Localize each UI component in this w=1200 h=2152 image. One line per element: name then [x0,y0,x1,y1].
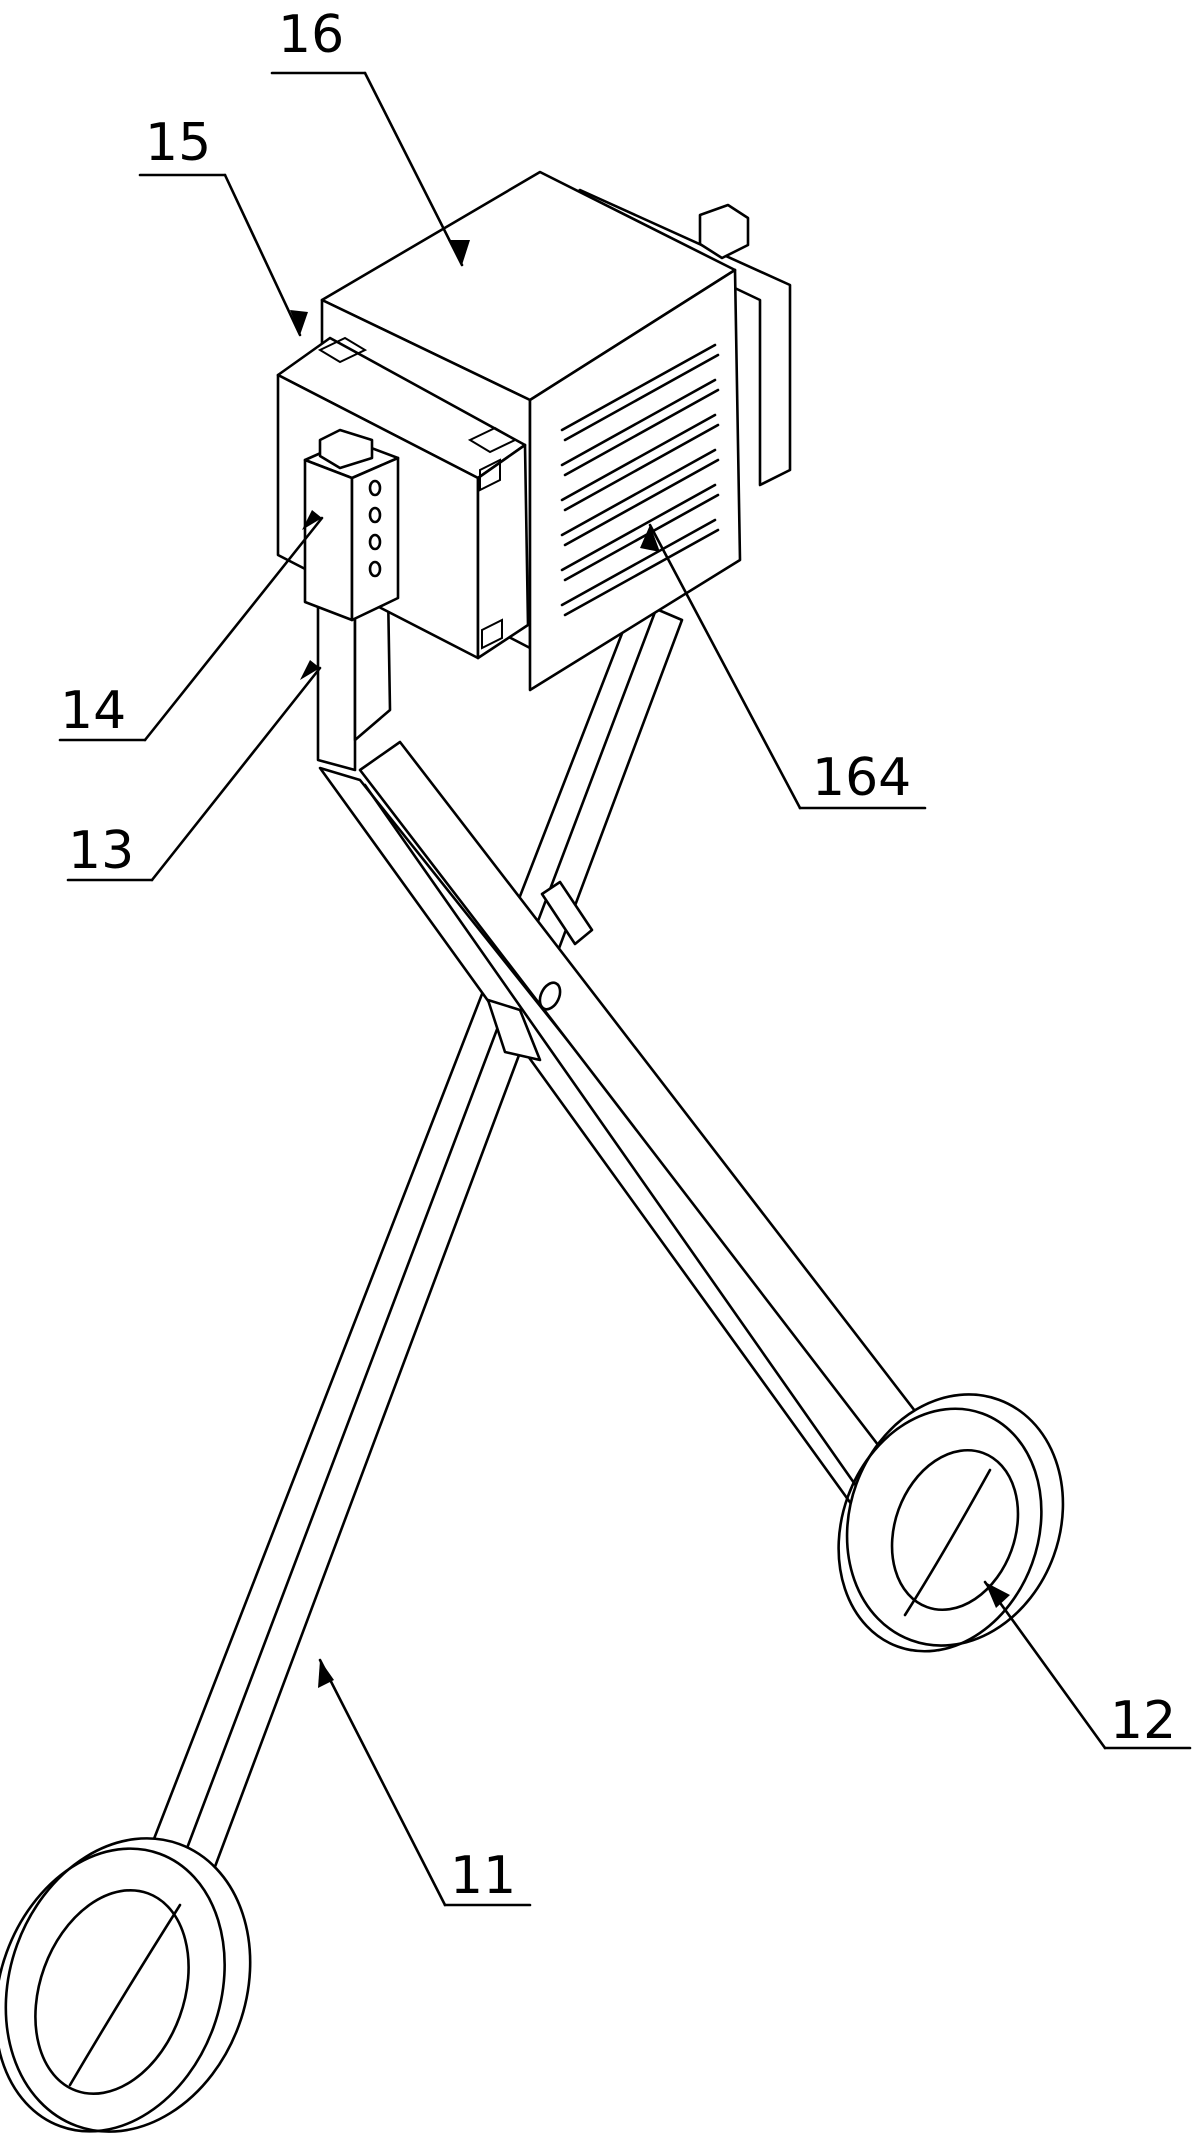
ring-handle-11 [0,1837,252,2133]
ring-handle-12 [837,1393,1065,1653]
pivot-hole [538,981,562,1011]
arm-12 [318,740,1065,1653]
label-15: 15 [145,113,211,173]
arm-11 [0,598,684,2133]
label-12: 12 [1110,1691,1176,1751]
top-knob [698,203,750,260]
switch-button [318,428,374,470]
label-164: 164 [812,748,911,808]
label-13: 13 [68,821,134,881]
callout-arrowheads [290,240,1010,1688]
switch-block-14 [303,428,400,622]
label-16: 16 [278,5,344,65]
vent-slots-164 [560,343,720,617]
label-11: 11 [450,1846,516,1906]
callout-leaders [58,71,1192,1907]
hinge-plate [486,998,542,1062]
label-14: 14 [60,681,126,741]
upper-clip [540,880,594,946]
stem-13 [316,588,392,772]
